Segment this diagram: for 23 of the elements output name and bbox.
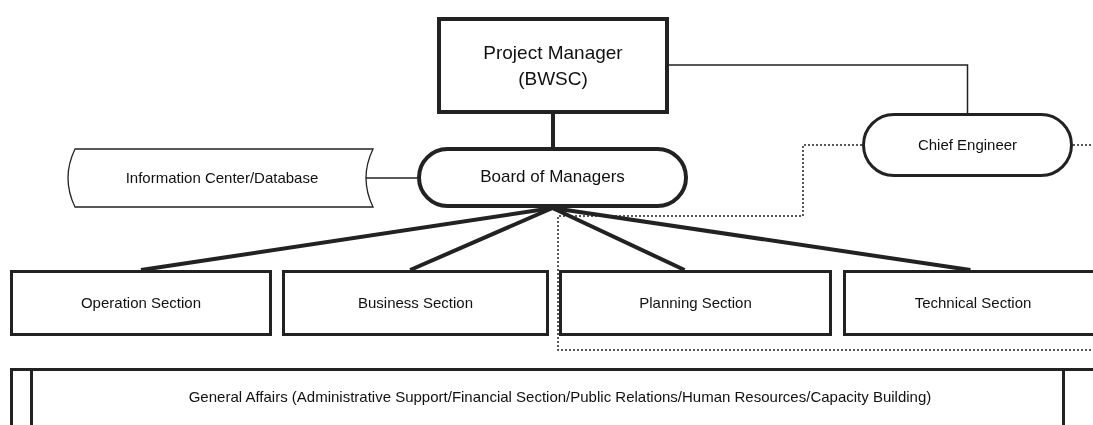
process-box <box>282 270 549 336</box>
node-label: Operation Section <box>79 292 203 313</box>
connector-line <box>552 206 971 272</box>
process-box <box>559 270 832 336</box>
node-label: Planning Section <box>638 292 753 313</box>
node-label: Chief Engineer <box>916 134 1019 155</box>
rounded-box <box>417 147 688 208</box>
wide-box <box>10 368 1093 425</box>
node-label: Board of Managers <box>479 166 626 189</box>
connector-line <box>551 114 555 147</box>
node-label: Technical Section <box>913 292 1033 313</box>
node-label: Project Manager (BWSC) <box>482 40 624 91</box>
dotted-connector <box>557 144 1093 351</box>
rounded-box <box>862 113 1073 177</box>
node-label: Information Center/Database <box>124 167 320 188</box>
process-box <box>10 270 272 336</box>
process-box <box>843 270 1093 336</box>
connector-line <box>409 206 554 272</box>
node-label: General Affairs (Administrative Support/Financial Section/Public Relations/Human Resources/Capacity Building) <box>187 386 933 407</box>
connector-line <box>668 64 969 114</box>
node-label: Business Section <box>356 292 475 313</box>
dotted-connector <box>1072 144 1093 146</box>
process-box <box>437 17 669 114</box>
